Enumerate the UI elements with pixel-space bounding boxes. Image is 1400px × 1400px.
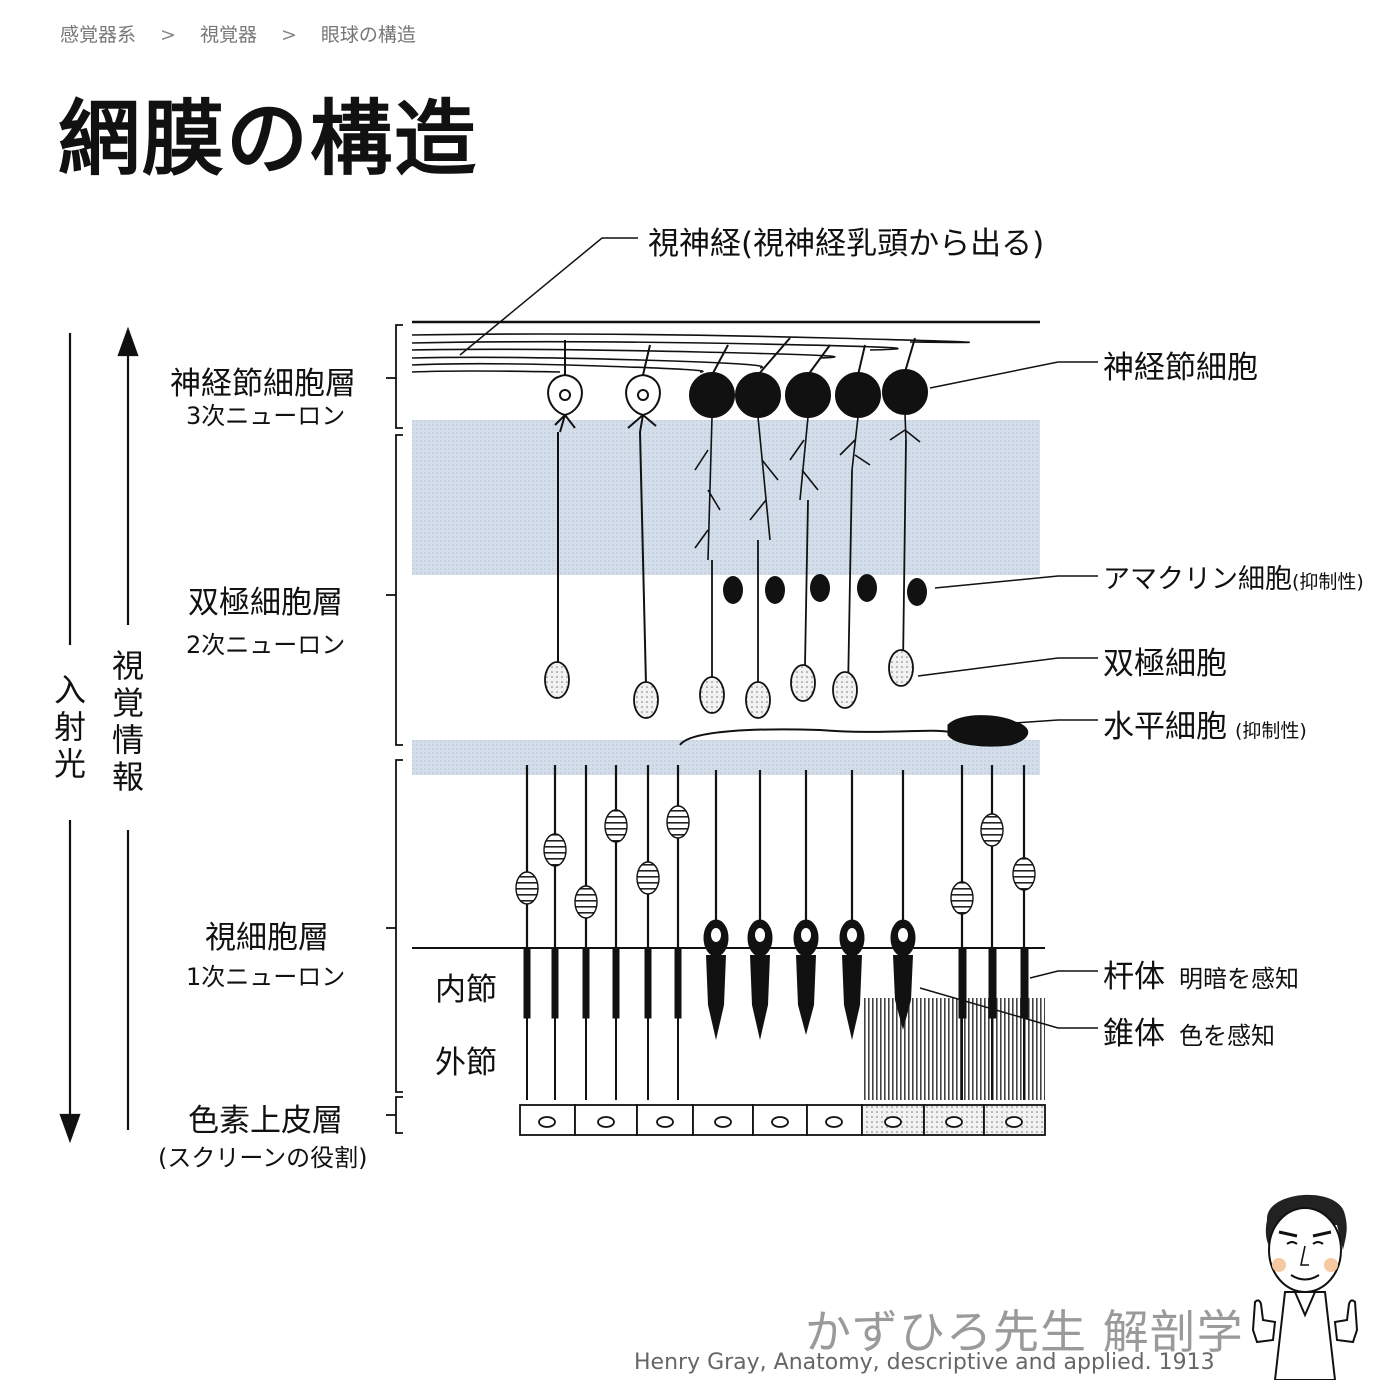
nerve-fiber-layer xyxy=(411,320,1040,373)
breadcrumb-item[interactable]: 感覚器系 xyxy=(60,24,137,46)
citation-label: Henry Gray, Anatomy, descriptive and app… xyxy=(634,1350,1215,1375)
visual-info-label: 視覚情報 xyxy=(111,647,144,796)
visual-info-arrow xyxy=(117,326,139,1130)
cone-label: 錐体色を感知 xyxy=(1103,1008,1275,1053)
layer-ganglion-sub: 3次ニューロン xyxy=(186,402,346,430)
layer-bipolar-label: 双極細胞層 xyxy=(188,585,343,621)
layer-photoreceptor-sub: 1次ニューロン xyxy=(186,963,346,991)
rod-note: 明暗を感知 xyxy=(1179,965,1299,993)
inner-segment-label: 内節 xyxy=(435,972,497,1008)
breadcrumb: 感覚器系 > 視覚器 > 眼球の構造 xyxy=(60,20,416,47)
breadcrumb-separator: > xyxy=(160,24,176,46)
cone-note: 色を感知 xyxy=(1179,1022,1275,1050)
breadcrumb-separator: > xyxy=(280,24,297,46)
amacrine-cell-name: アマクリン細胞 xyxy=(1103,564,1292,595)
ganglion-cell-light xyxy=(625,344,661,686)
layer-bipolar-sub: 2次ニューロン xyxy=(186,631,346,659)
inner-plexiform-band xyxy=(412,420,1040,575)
photoreceptor-stalks xyxy=(525,765,1026,948)
bipolar-cell-label: 双極細胞 xyxy=(1103,646,1227,682)
cone-nuclei-inner xyxy=(711,928,908,942)
ganglion-cells xyxy=(547,337,928,686)
layer-photoreceptor-label: 視細胞層 xyxy=(205,920,329,956)
breadcrumb-item[interactable]: 眼球の構造 xyxy=(320,24,416,46)
layer-brackets xyxy=(386,324,403,1134)
amacrine-cell-note: (抑制性) xyxy=(1292,571,1364,593)
horizontal-cell-note: (抑制性) xyxy=(1235,720,1307,742)
outer-segment-label: 外節 xyxy=(435,1045,497,1081)
ganglion-dendrites xyxy=(694,413,921,561)
pigment-epithelium xyxy=(519,1104,1046,1136)
ganglion-axons xyxy=(711,337,916,376)
brand-label: かずひろ先生 解剖学 xyxy=(805,1305,1244,1359)
cone-name: 錐体 xyxy=(1103,1016,1165,1052)
ganglion-cell-light xyxy=(547,340,583,665)
amacrine-cells xyxy=(723,574,927,606)
ganglion-cell-label: 神経節細胞 xyxy=(1103,350,1258,386)
breadcrumb-item[interactable]: 視覚器 xyxy=(199,24,257,46)
layer-pigment-sub: (スクリーンの役割) xyxy=(158,1144,368,1172)
horizontal-cell-name: 水平細胞 xyxy=(1103,709,1227,745)
rod-label: 杆体明暗を感知 xyxy=(1103,951,1299,996)
incident-light-label: 入射光 xyxy=(53,671,86,783)
incident-light-arrow xyxy=(59,333,81,1144)
layer-ganglion-label: 神経節細胞層 xyxy=(170,366,356,402)
layer-pigment-label: 色素上皮層 xyxy=(188,1103,343,1139)
amacrine-cell-label: アマクリン細胞(抑制性) xyxy=(1103,557,1364,596)
page-title: 網膜の構造 xyxy=(58,92,479,187)
horizontal-cell-label: 水平細胞 (抑制性) xyxy=(1103,701,1307,746)
rod-nuclei xyxy=(515,805,1036,919)
rod-segments xyxy=(523,947,1029,1100)
cone-segments xyxy=(706,955,913,1040)
mascot-illustration xyxy=(1251,1194,1359,1380)
rod-name: 杆体 xyxy=(1103,959,1165,995)
optic-nerve-label: 視神経(視神経乳頭から出る) xyxy=(648,226,1045,262)
pigment-process-area xyxy=(862,998,1045,1100)
outer-plexiform-band xyxy=(412,740,1040,775)
ganglion-cell-dark xyxy=(689,369,928,418)
leader-lines xyxy=(459,237,1098,1029)
bipolar-cells xyxy=(544,439,914,719)
